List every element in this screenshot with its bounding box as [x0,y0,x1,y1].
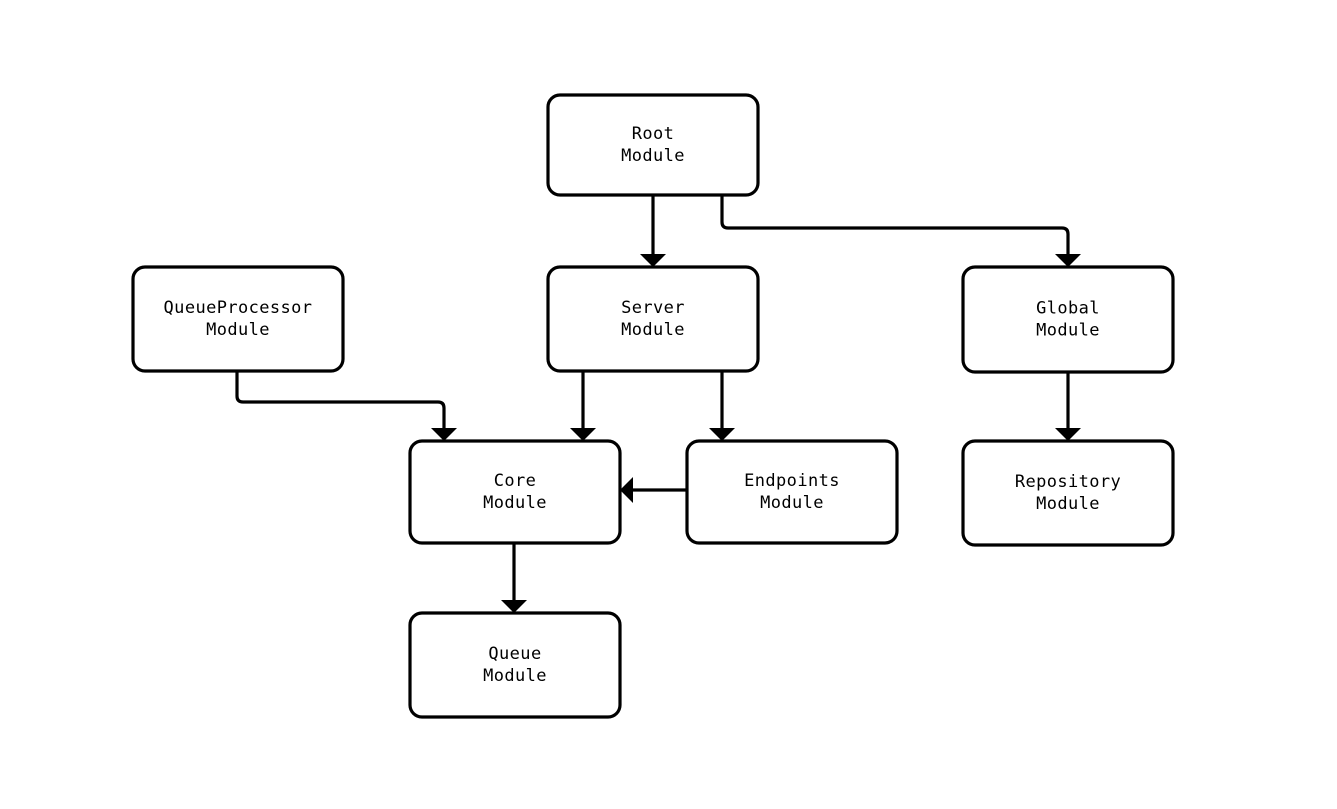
edge-endpoints-to-core [620,477,687,503]
edges-layer [235,195,1081,613]
arrowhead-icon [431,428,457,441]
node-label-primary: Queue [488,644,541,664]
node-box[interactable] [408,611,622,719]
node-label-secondary: Module [1036,494,1100,514]
node-box[interactable] [546,265,760,373]
arrowhead-icon [620,477,633,503]
node-label-primary: Core [494,471,537,491]
nodes-layer: RootModuleQueueProcessorModuleServerModu… [131,93,1175,719]
node-box[interactable] [685,439,899,545]
edge-root-to-server [640,195,666,267]
arrowhead-icon [640,254,666,267]
node-label-primary: Root [632,124,675,144]
node-label-primary: Repository [1015,472,1121,492]
edge-line [720,195,1070,256]
arrowhead-icon [1055,428,1081,441]
node-label-secondary: Module [621,146,685,166]
arrowhead-icon [1055,254,1081,267]
node-label-secondary: Module [483,666,547,686]
node-label-secondary: Module [206,320,270,340]
edge-server-to-endpoints [709,371,735,441]
node-box[interactable] [408,439,622,545]
node-box[interactable] [546,93,760,197]
arrowhead-icon [570,428,596,441]
node-label-secondary: Module [483,493,547,513]
edge-root-to-global [720,195,1081,267]
node-label-secondary: Module [1036,321,1100,341]
node-box[interactable] [961,265,1175,374]
edge-line [235,371,446,430]
edge-core-to-queue [501,543,527,613]
node-box[interactable] [961,439,1175,547]
node-label-secondary: Module [760,493,824,513]
node-label-primary: Endpoints [744,471,840,491]
arrowhead-icon [501,600,527,613]
node-label-primary: Global [1036,299,1100,319]
edge-queueprocessor-to-core [235,371,457,441]
edge-server-to-core [570,371,596,441]
edge-global-to-repository [1055,372,1081,441]
node-label-secondary: Module [621,320,685,340]
node-label-primary: QueueProcessor [164,298,313,318]
arrowhead-icon [709,428,735,441]
node-label-primary: Server [621,298,685,318]
node-box[interactable] [131,265,345,373]
